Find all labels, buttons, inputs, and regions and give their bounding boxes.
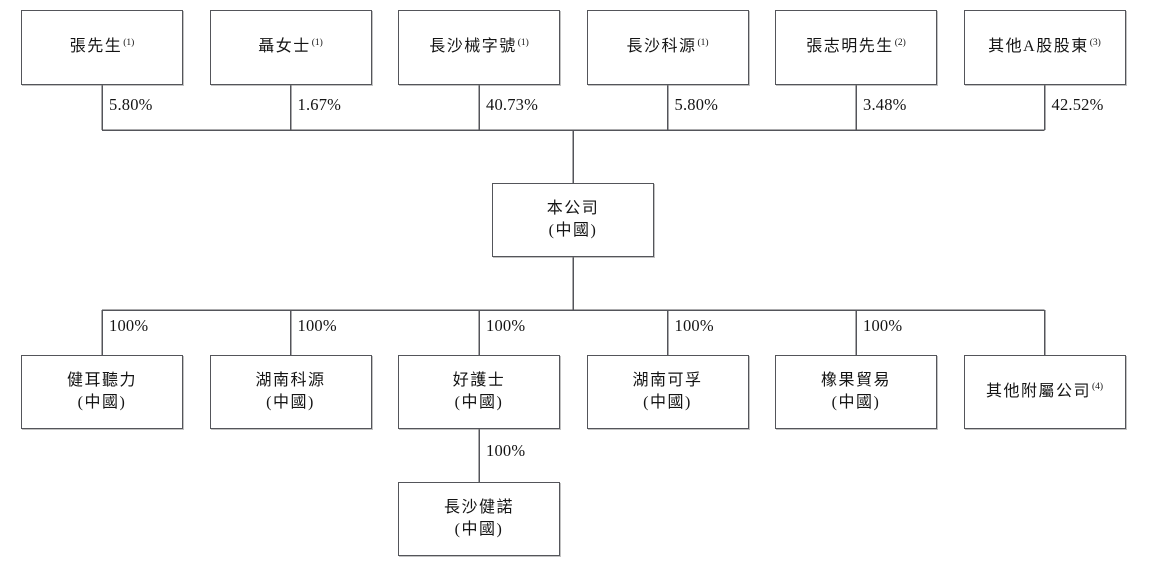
footnote-marker: (1) — [123, 37, 135, 48]
subsidiary-location: (中國) — [831, 394, 881, 411]
shareholder-box-changsha-xiezihao: 長沙械字號(1) — [398, 10, 560, 85]
subsidiary-box-xiangguo-trading: 橡果貿易 (中國) — [775, 355, 937, 429]
ownership-percent-label: 1.67% — [297, 95, 342, 114]
subsidiary-box-hunan-keyuan: 湖南科源 (中國) — [209, 355, 372, 429]
ownership-percent-label: 42.52% — [1051, 95, 1104, 114]
footnote-marker: (1) — [697, 37, 709, 48]
subsidiary-location: (中國) — [454, 394, 504, 411]
ownership-percent-label: 100% — [863, 316, 903, 335]
subsidiary-location: (中國) — [454, 521, 504, 538]
shareholder-name: 其他A股股東(3) — [988, 37, 1101, 56]
shareholder-box-other-a-share: 其他A股股東(3) — [963, 10, 1126, 85]
subsidiary-name: 湖南科源 — [255, 371, 326, 389]
subsidiary-location: (中國) — [77, 394, 127, 411]
ownership-percent-label: 100% — [486, 316, 526, 335]
subsidiary-name: 橡果貿易 — [820, 371, 891, 389]
ownership-percent-label: 5.80% — [674, 95, 719, 114]
shareholder-box-zhang-zhiming: 張志明先生(2) — [775, 10, 937, 85]
subsidiary-name: 好護士 — [452, 371, 506, 389]
shareholder-name: 聶女士(1) — [258, 37, 323, 56]
shareholder-name: 張先生(1) — [69, 37, 135, 56]
ownership-percent-label: 100% — [486, 441, 526, 460]
footnote-marker: (1) — [311, 37, 323, 48]
subsidiary-name: 長沙健諾 — [443, 498, 514, 516]
subsidiary-box-changsha-jiannuo: 長沙健諾 (中國) — [398, 482, 560, 556]
footnote-marker: (3) — [1089, 37, 1101, 48]
subsidiary-box-haohushi: 好護士 (中國) — [398, 355, 560, 429]
shareholder-name: 長沙械字號(1) — [429, 37, 529, 56]
subsidiary-name: 湖南可孚 — [632, 371, 703, 389]
shareholder-box-zhang: 張先生(1) — [21, 10, 183, 85]
company-name: 本公司 — [546, 199, 600, 217]
ownership-percent-label: 5.80% — [109, 95, 153, 114]
subsidiary-box-other-subsidiaries: 其他附屬公司(4) — [963, 355, 1126, 429]
ownership-percent-label: 100% — [109, 316, 149, 335]
subsidiary-name: 健耳聽力 — [66, 371, 137, 389]
footnote-marker: (4) — [1091, 382, 1104, 393]
subsidiary-box-hunan-kefu: 湖南可孚 (中國) — [586, 355, 749, 429]
company-location: (中國) — [548, 222, 598, 239]
shareholder-name: 長沙科源(1) — [626, 37, 709, 56]
shareholder-box-nie: 聶女士(1) — [209, 10, 372, 85]
ownership-percent-label: 3.48% — [863, 95, 907, 114]
subsidiary-location: (中國) — [266, 394, 315, 411]
subsidiary-box-jianer-tingli: 健耳聽力 (中國) — [21, 355, 183, 429]
company-box: 本公司 (中國) — [492, 183, 654, 257]
ownership-percent-label: 100% — [297, 316, 337, 335]
ownership-percent-label: 40.73% — [486, 95, 539, 114]
subsidiary-name: 其他附屬公司(4) — [985, 382, 1104, 400]
footnote-marker: (1) — [517, 37, 529, 48]
ownership-percent-label: 100% — [674, 316, 714, 335]
subsidiary-location: (中國) — [643, 394, 692, 411]
shareholder-box-changsha-keyuan: 長沙科源(1) — [586, 10, 749, 85]
footnote-marker: (2) — [894, 37, 906, 48]
shareholder-name: 張志明先生(2) — [806, 37, 906, 56]
